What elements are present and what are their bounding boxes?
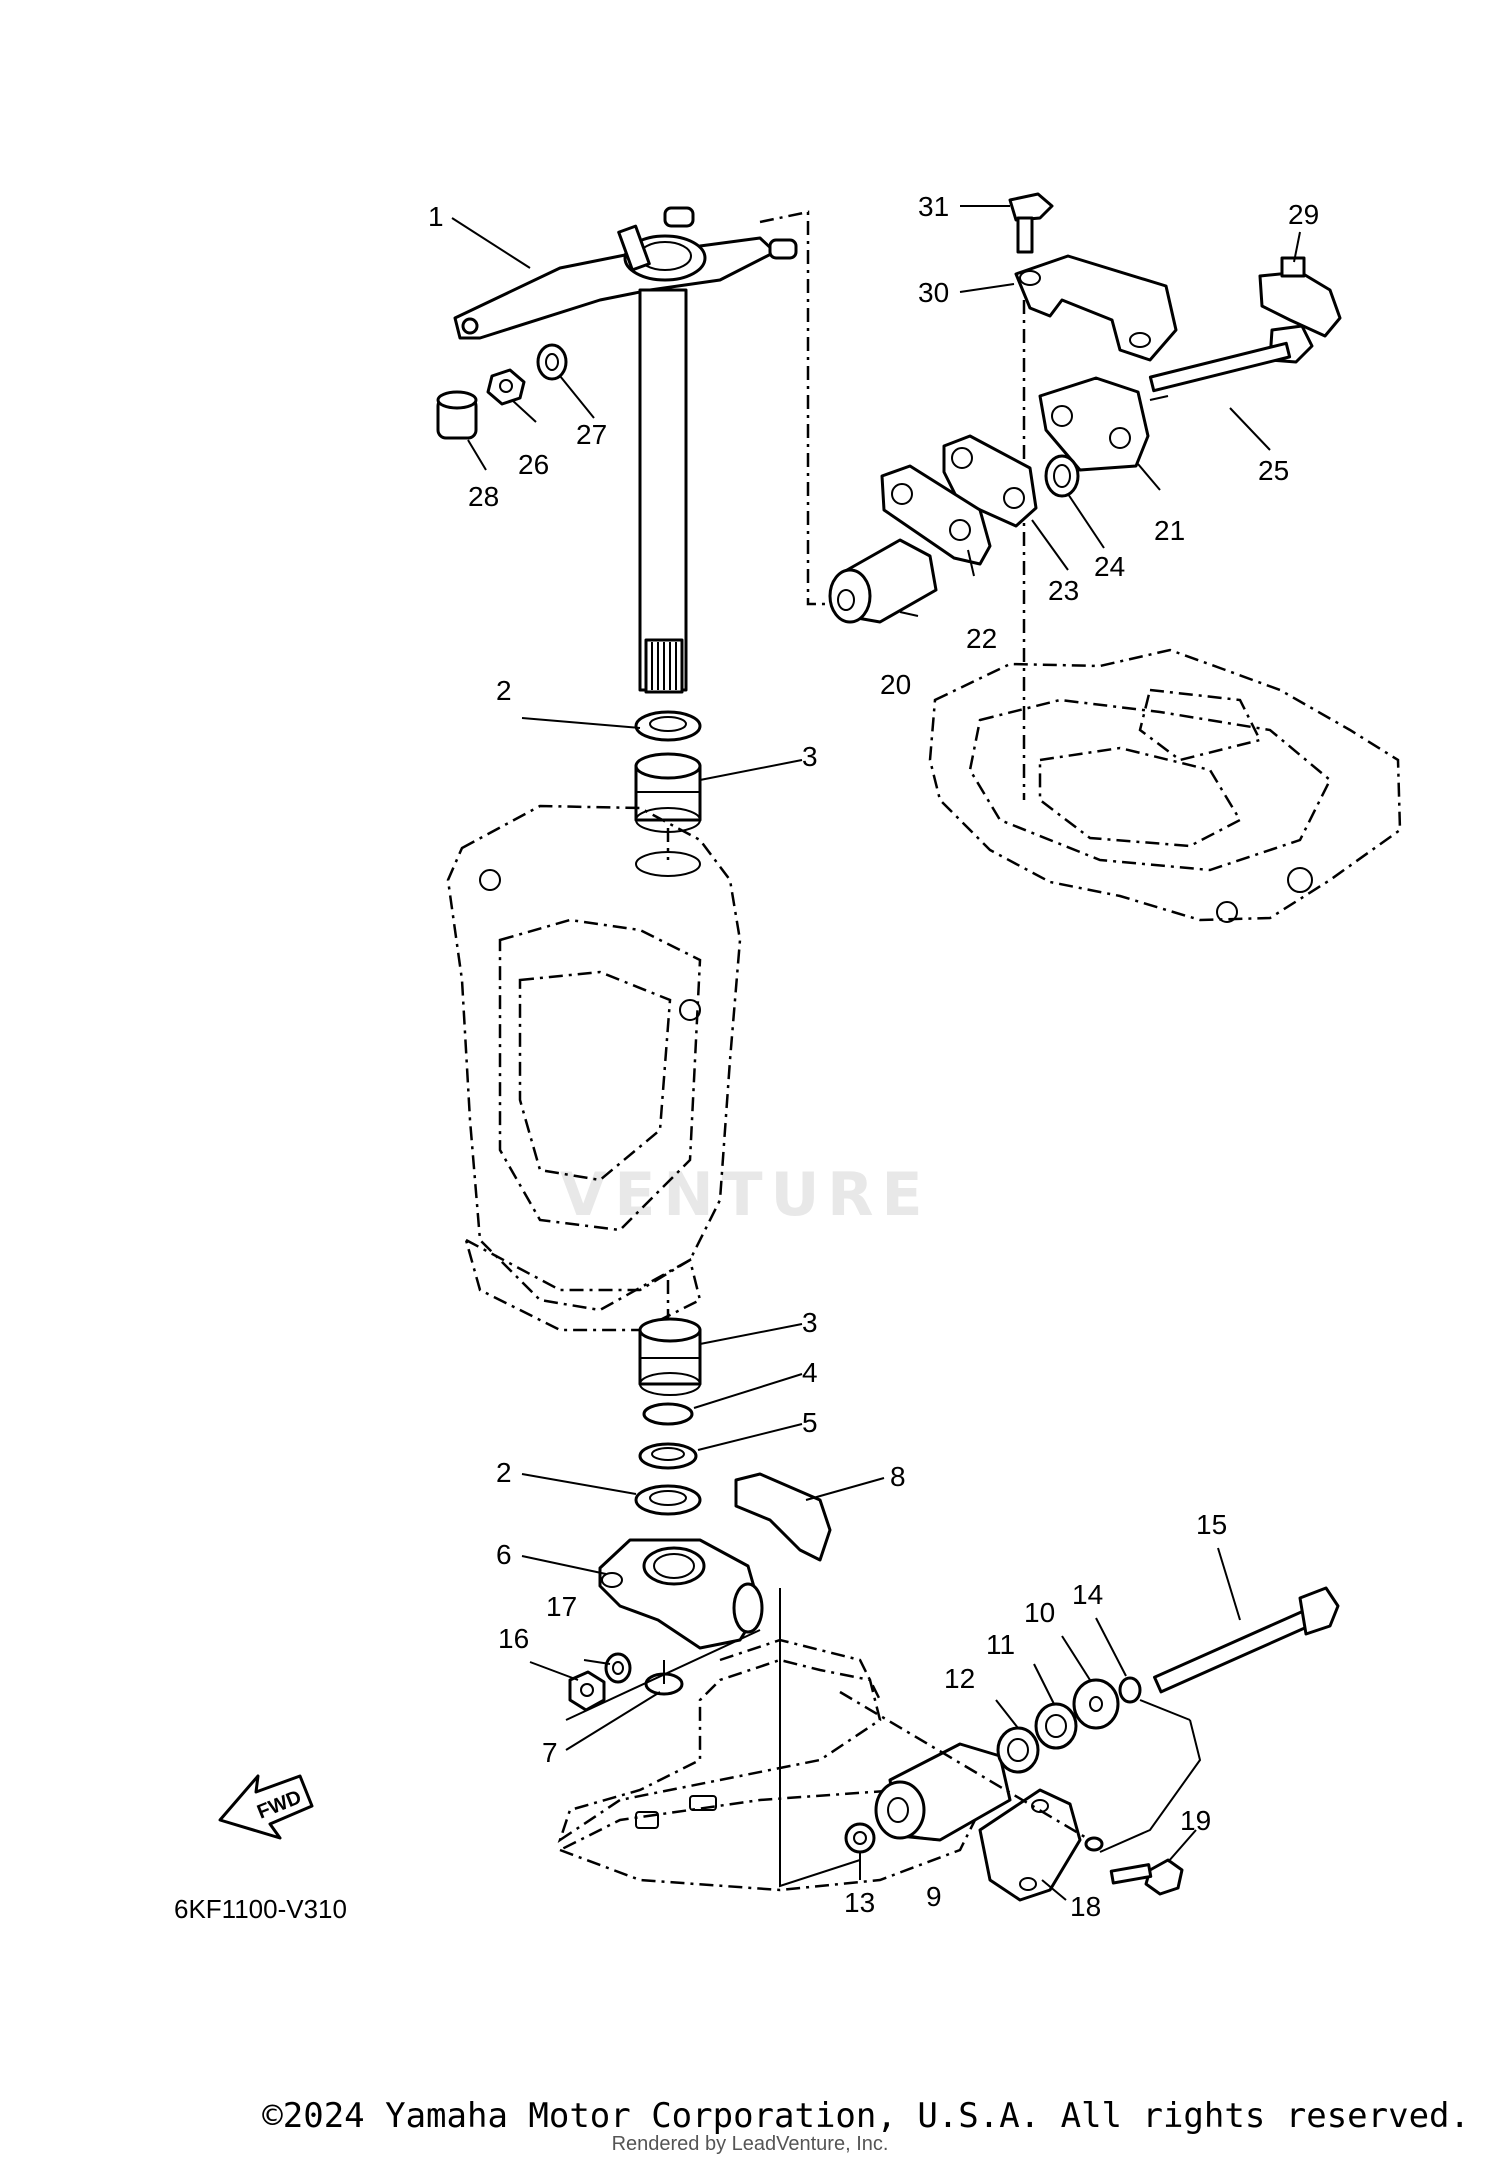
watermark: VENTURE bbox=[560, 1160, 930, 1230]
label-part-9: 9 bbox=[926, 1881, 942, 1912]
bushing-part-3-upper bbox=[634, 752, 702, 833]
label-part-17: 17 bbox=[546, 1591, 577, 1622]
diagram-code: 6KF1100-V310 bbox=[174, 1894, 347, 1924]
label-part-2-upper: 2 bbox=[496, 675, 512, 706]
engine-base-outline bbox=[928, 648, 1402, 923]
tab-part-29 bbox=[1258, 256, 1342, 338]
steering-shaft bbox=[638, 288, 688, 694]
washer-part-10 bbox=[1072, 1678, 1120, 1730]
washer-part-11 bbox=[1034, 1702, 1078, 1750]
label-part-28: 28 bbox=[468, 481, 499, 512]
rendered-by-note: Rendered by LeadVenture, Inc. bbox=[611, 2133, 889, 2155]
label-part-10: 10 bbox=[1024, 1597, 1055, 1628]
leader-lines bbox=[451, 205, 1301, 1901]
label-part-4: 4 bbox=[802, 1357, 818, 1388]
label-part-30: 30 bbox=[918, 277, 949, 308]
mount-rubber-part-20 bbox=[828, 538, 938, 624]
fwd-arrow-icon: FWD bbox=[218, 1774, 314, 1840]
label-part-27: 27 bbox=[576, 419, 607, 450]
washer-part-27 bbox=[536, 343, 568, 381]
washer-part-14 bbox=[1118, 1676, 1142, 1704]
label-part-8: 8 bbox=[890, 1461, 906, 1492]
label-part-11: 11 bbox=[986, 1629, 1015, 1660]
label-part-19: 19 bbox=[1180, 1805, 1211, 1836]
label-part-7: 7 bbox=[542, 1737, 558, 1768]
label-part-25: 25 bbox=[1258, 455, 1289, 486]
label-part-15: 15 bbox=[1196, 1509, 1227, 1540]
label-part-31: 31 bbox=[918, 191, 949, 222]
washer-part-17 bbox=[604, 1652, 632, 1684]
washer-part-24 bbox=[1044, 454, 1080, 498]
label-part-2-lower: 2 bbox=[496, 1457, 512, 1488]
callout-labels: 1 2 3 3 4 5 2 6 8 17 16 7 15 14 10 11 12… bbox=[428, 191, 1319, 1922]
bracket-part-8 bbox=[734, 1472, 832, 1562]
long-bolt-part-25 bbox=[1148, 324, 1314, 401]
label-part-13: 13 bbox=[844, 1887, 875, 1918]
steering-yoke-part-6 bbox=[598, 1538, 764, 1650]
label-part-3-upper: 3 bbox=[802, 741, 818, 772]
lower-case-outline bbox=[556, 1638, 982, 1892]
washer-part-2-lower bbox=[634, 1484, 702, 1516]
label-part-26: 26 bbox=[518, 449, 549, 480]
swivel-bracket-outline bbox=[446, 804, 742, 1332]
label-part-21: 21 bbox=[1154, 515, 1185, 546]
washer-part-2-upper bbox=[634, 710, 702, 742]
cover-part-30 bbox=[1014, 254, 1178, 362]
label-part-22: 22 bbox=[966, 623, 997, 654]
steering-arm-part-1 bbox=[453, 206, 798, 340]
label-part-14: 14 bbox=[1072, 1579, 1103, 1610]
cover-part-18 bbox=[978, 1788, 1082, 1902]
plate-part-22 bbox=[880, 464, 992, 566]
clip-part-7 bbox=[644, 1660, 684, 1696]
nut-part-26 bbox=[486, 368, 526, 406]
bolt-part-19 bbox=[1109, 1858, 1184, 1896]
label-part-24: 24 bbox=[1094, 551, 1125, 582]
label-part-23: 23 bbox=[1048, 575, 1079, 606]
cap-part-28 bbox=[436, 390, 478, 440]
washer-part-5 bbox=[638, 1442, 698, 1470]
o-ring-part-4 bbox=[642, 1402, 694, 1426]
label-part-18: 18 bbox=[1070, 1891, 1101, 1922]
label-part-1: 1 bbox=[428, 201, 444, 232]
label-part-29: 29 bbox=[1288, 199, 1319, 230]
label-part-16: 16 bbox=[498, 1623, 529, 1654]
label-part-3-lower: 3 bbox=[802, 1307, 818, 1338]
plate-part-21 bbox=[1038, 376, 1150, 472]
copyright-notice: ©2024 Yamaha Motor Corporation, U.S.A. A… bbox=[262, 2096, 1470, 2136]
bushing-part-3-lower bbox=[638, 1317, 702, 1396]
bolt-part-31 bbox=[1008, 192, 1054, 254]
washer-part-12 bbox=[996, 1726, 1040, 1774]
label-part-20: 20 bbox=[880, 669, 911, 700]
label-part-5: 5 bbox=[802, 1407, 818, 1438]
label-part-6: 6 bbox=[496, 1539, 512, 1570]
mount-rubber-part-9 bbox=[874, 1742, 1012, 1842]
long-bolt-part-15 bbox=[1153, 1586, 1340, 1694]
label-part-12: 12 bbox=[944, 1663, 975, 1694]
washer-part-13 bbox=[844, 1822, 876, 1854]
nut-part-16 bbox=[568, 1670, 606, 1712]
